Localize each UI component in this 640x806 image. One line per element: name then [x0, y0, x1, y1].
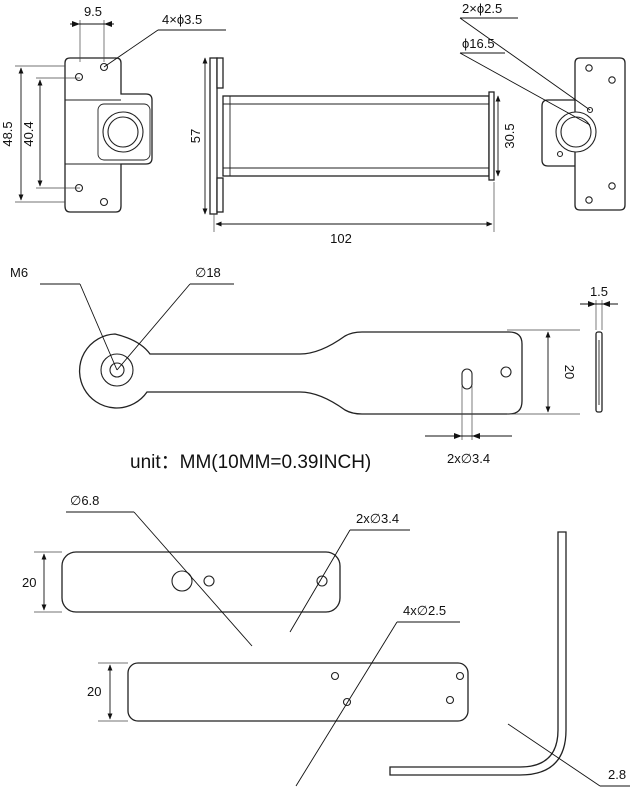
- note-bore-dia: ϕ16.5: [462, 36, 495, 51]
- long-arm: M6 ∅18 20 2x∅3.4 1.5: [10, 265, 618, 466]
- flat-bar-upper: ∅6.8 2x∅3.4 20: [22, 493, 410, 647]
- leader-holes: [103, 29, 159, 68]
- side-lug-top: [216, 57, 224, 89]
- side-plate-left: [209, 57, 218, 215]
- side-end-flange: [488, 91, 495, 181]
- dim-text-length: 102: [330, 231, 352, 246]
- dim-arrow: [602, 301, 610, 307]
- end-bore-inner: [560, 116, 592, 148]
- flat-bar-lower: 4x∅2.5 20: [87, 603, 469, 787]
- bracket-hole-1: [74, 72, 84, 82]
- dim-arrow: [588, 301, 596, 307]
- note-bracket-holes: 4×ϕ3.5: [162, 12, 202, 27]
- leader-lower-holes: [295, 621, 398, 787]
- leader-bore: [459, 52, 591, 126]
- arm-slot: [461, 368, 473, 390]
- flat-bar-upper-outline: [61, 551, 341, 613]
- arm-hole: [500, 366, 512, 378]
- bracket-front-view: 48.5 40.4 9.5 4×ϕ3.5: [0, 4, 226, 213]
- bracket-hole-4: [99, 197, 109, 207]
- end-small-hole-2: [556, 150, 564, 158]
- bar-center-hole: [171, 570, 193, 592]
- dim-text-inner-height: 30.5: [502, 123, 517, 148]
- end-hole-1: [585, 64, 593, 72]
- bar-end-hole: [316, 575, 328, 587]
- dim-text-side-height: 57: [188, 129, 203, 143]
- leader-thread: [79, 283, 118, 371]
- note-center-hole: ∅6.8: [70, 493, 99, 508]
- bracket-bore-inner: [107, 116, 139, 148]
- angle-plate: 2.8: [389, 531, 630, 787]
- bar-lower-hole-1: [330, 671, 340, 681]
- note-bar-holes: 2x∅3.4: [356, 511, 399, 526]
- leader-thickness: [507, 723, 601, 787]
- end-hole-2: [608, 76, 616, 84]
- end-view: 2×ϕ2.5 ϕ16.5: [459, 1, 626, 211]
- side-lug-bottom: [216, 177, 224, 213]
- note-hub-dia: ∅18: [195, 265, 221, 280]
- leader-end-holes: [459, 17, 591, 111]
- bracket-window: [97, 103, 151, 161]
- bar-lower-hole-3: [455, 671, 465, 681]
- dim-text-hole-spacing: 40.4: [21, 121, 36, 146]
- dim-arrow: [104, 21, 112, 27]
- dim-text-bar-lower-width: 20: [87, 684, 101, 699]
- dim-text-thickness: 1.5: [590, 284, 608, 299]
- dim-text-width: 9.5: [84, 4, 102, 19]
- bar-small-hole: [203, 575, 215, 587]
- angle-plate-outline: [389, 531, 567, 776]
- note-angle-thickness: 2.8: [608, 767, 626, 782]
- dim-text-overall-height: 48.5: [0, 121, 15, 146]
- flat-bar-lower-outline: [127, 662, 469, 722]
- side-view: 57 30.5 102: [188, 57, 517, 246]
- note-lower-holes: 4x∅2.5: [403, 603, 446, 618]
- leader-hub: [116, 283, 191, 371]
- bar-lower-hole-4: [445, 695, 455, 705]
- dim-arrow: [72, 21, 80, 27]
- dim-arrow: [454, 433, 462, 439]
- unit-note: unit：MM(10MM=0.39INCH): [130, 452, 371, 473]
- dim-text-bar-upper-width: 20: [22, 575, 36, 590]
- side-tube: [222, 95, 490, 177]
- leader-bar-holes: [289, 529, 351, 633]
- end-hole-3: [585, 196, 593, 204]
- end-hole-4: [608, 182, 616, 190]
- long-arm-outline: [78, 331, 523, 415]
- leader-center-hole: [133, 511, 253, 647]
- dim-text-arm-width: 20: [562, 365, 577, 379]
- note-end-holes: 2×ϕ2.5: [462, 1, 502, 16]
- note-arm-holes: 2x∅3.4: [447, 451, 490, 466]
- note-thread: M6: [10, 265, 28, 280]
- dim-arrow: [472, 433, 480, 439]
